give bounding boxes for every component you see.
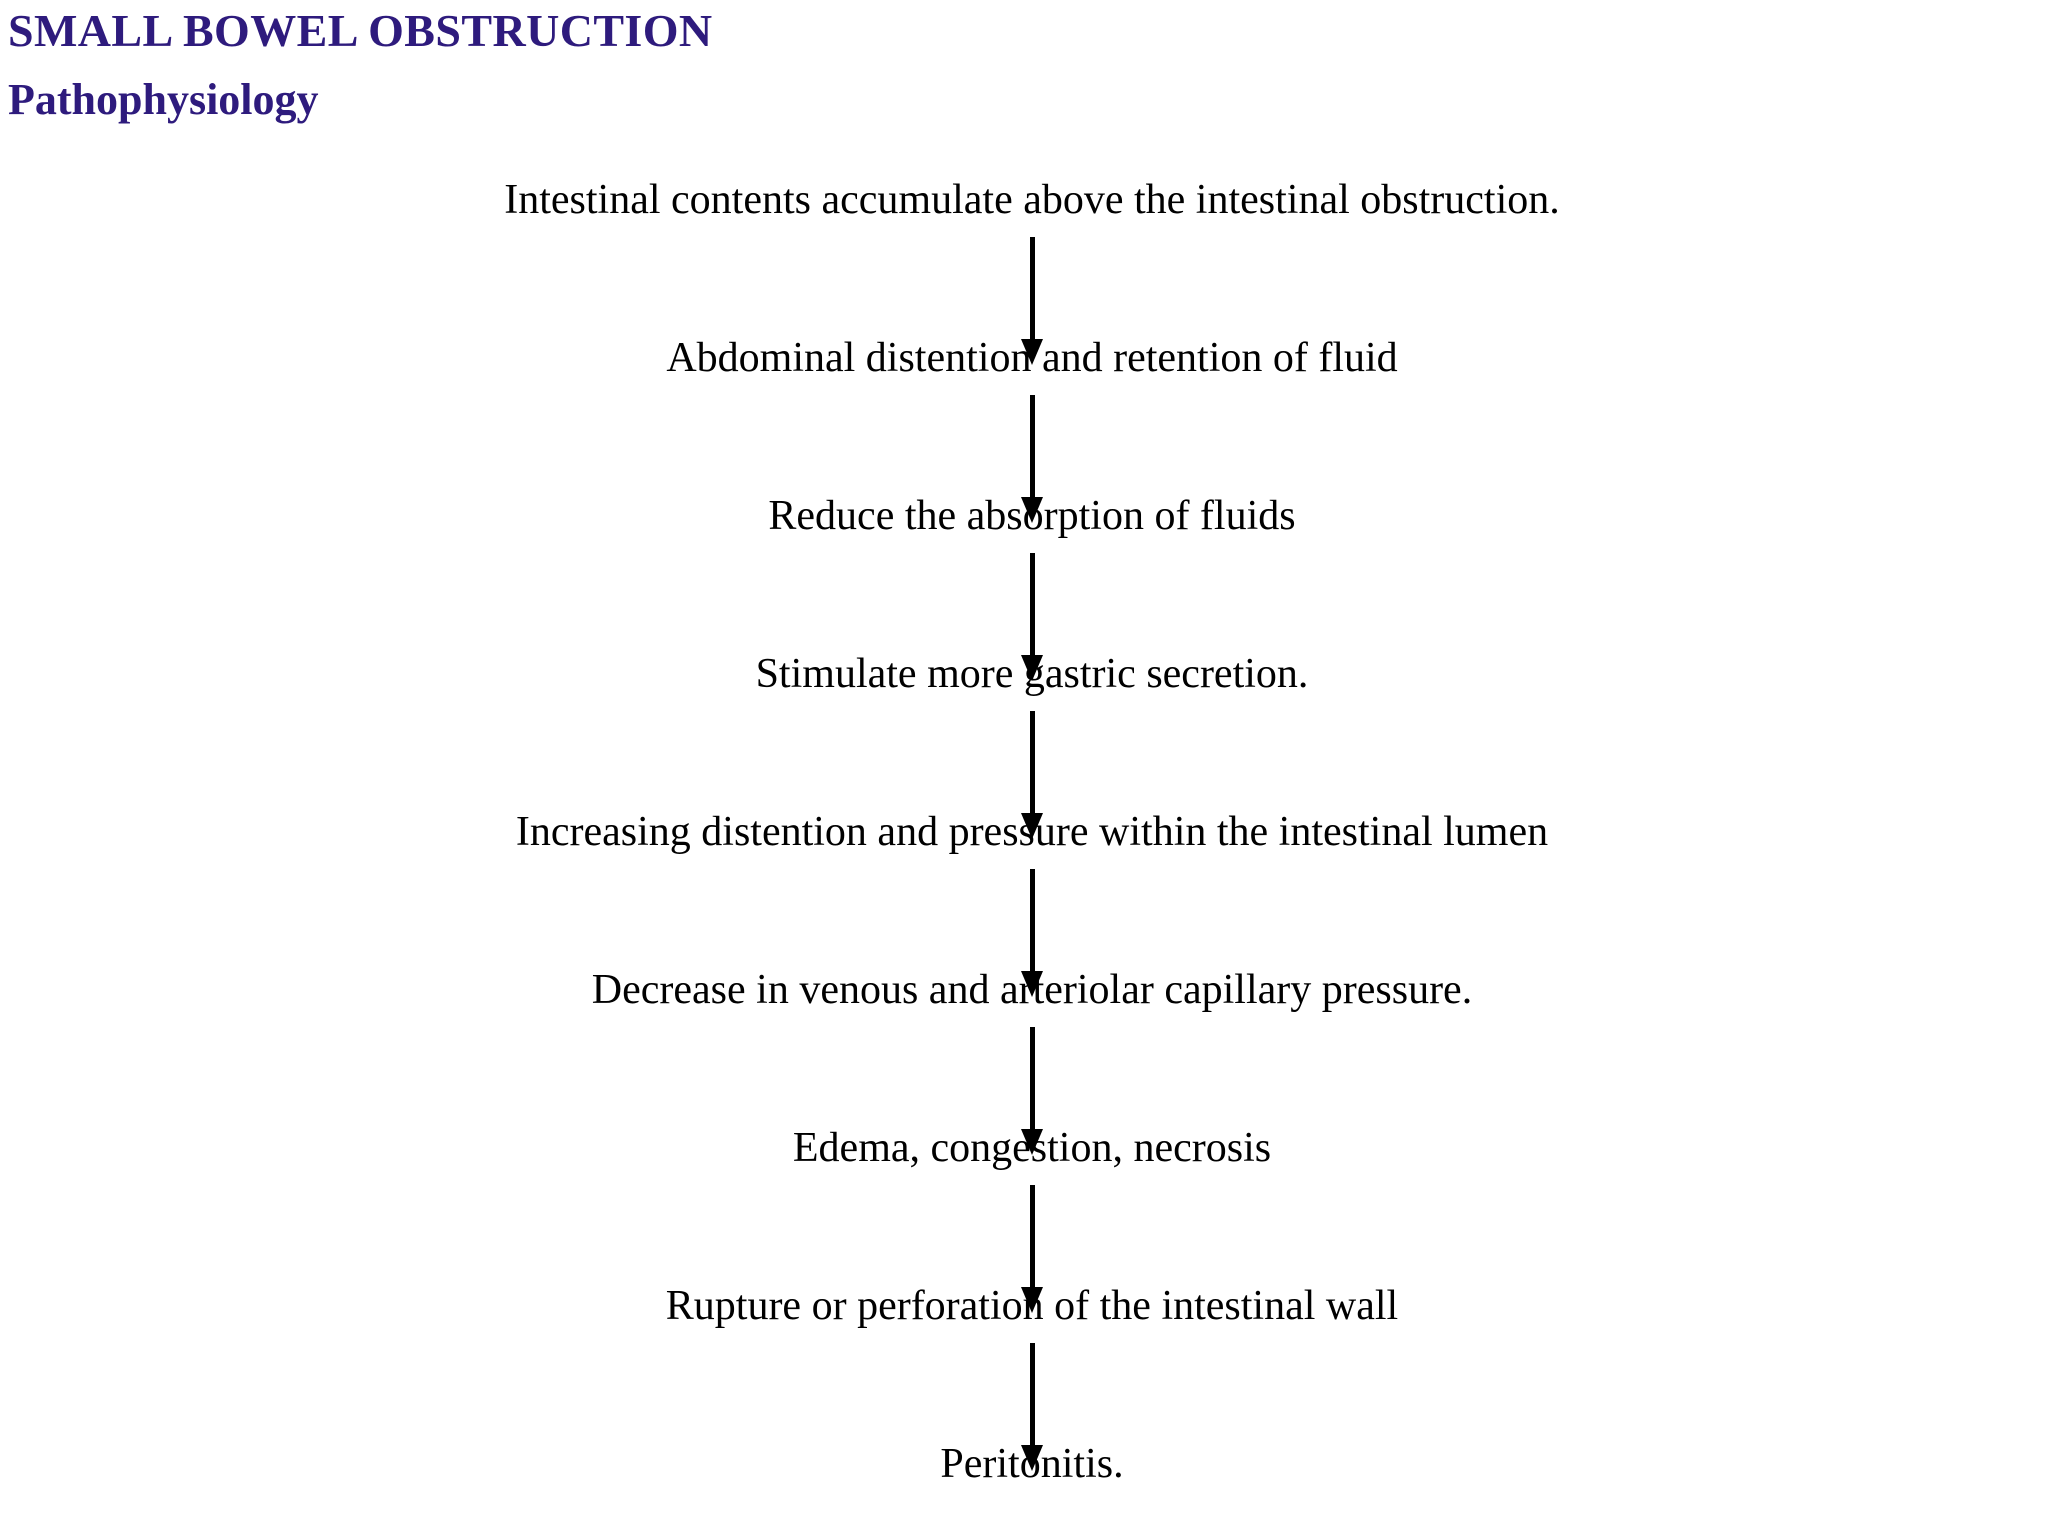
arrow-shaft: [1030, 237, 1035, 341]
flow-step-label: Abdominal distention and retention of fl…: [666, 335, 1398, 381]
flow-step-label: Reduce the absorption of fluids: [768, 493, 1296, 539]
flow-step-label: Peritonitis.: [940, 1441, 1124, 1487]
arrow-shaft: [1030, 395, 1035, 499]
flow-step-label: Increasing distention and pressure withi…: [515, 809, 1549, 855]
page-subtitle: Pathophysiology: [8, 74, 319, 124]
arrow-shaft: [1030, 711, 1035, 815]
flow-step-1: Intestinal contents accumulate above the…: [0, 179, 2048, 221]
pathophysiology-flowchart: Intestinal contents accumulate above the…: [0, 150, 2048, 1536]
flow-step-7: Edema, congestion, necrosis: [0, 1127, 2048, 1169]
flow-step-label: Edema, congestion, necrosis: [792, 1125, 1272, 1171]
flow-step-label: Rupture or perforation of the intestinal…: [665, 1283, 1399, 1329]
flow-step-4: Stimulate more gastric secretion.: [0, 653, 2048, 695]
flow-step-8: Rupture or perforation of the intestinal…: [0, 1285, 2048, 1327]
flow-step-2: Abdominal distention and retention of fl…: [0, 337, 2048, 379]
flow-step-label: Stimulate more gastric secretion.: [755, 651, 1309, 697]
flow-step-3: Reduce the absorption of fluids: [0, 495, 2048, 537]
page-title: SMALL BOWEL OBSTRUCTION: [8, 5, 713, 56]
heading-block: SMALL BOWEL OBSTRUCTION Pathophysiology: [8, 6, 1408, 123]
arrow-shaft: [1030, 1185, 1035, 1289]
flow-step-9: Peritonitis.: [0, 1443, 2048, 1485]
flow-step-label: Intestinal contents accumulate above the…: [504, 177, 1560, 223]
flow-step-label: Decrease in venous and arteriolar capill…: [591, 967, 1473, 1013]
flow-step-6: Decrease in venous and arteriolar capill…: [0, 969, 2048, 1011]
arrow-shaft: [1030, 1343, 1035, 1447]
flow-step-5: Increasing distention and pressure withi…: [0, 811, 2048, 853]
arrow-shaft: [1030, 869, 1035, 973]
arrow-shaft: [1030, 1027, 1035, 1131]
arrow-shaft: [1030, 553, 1035, 657]
